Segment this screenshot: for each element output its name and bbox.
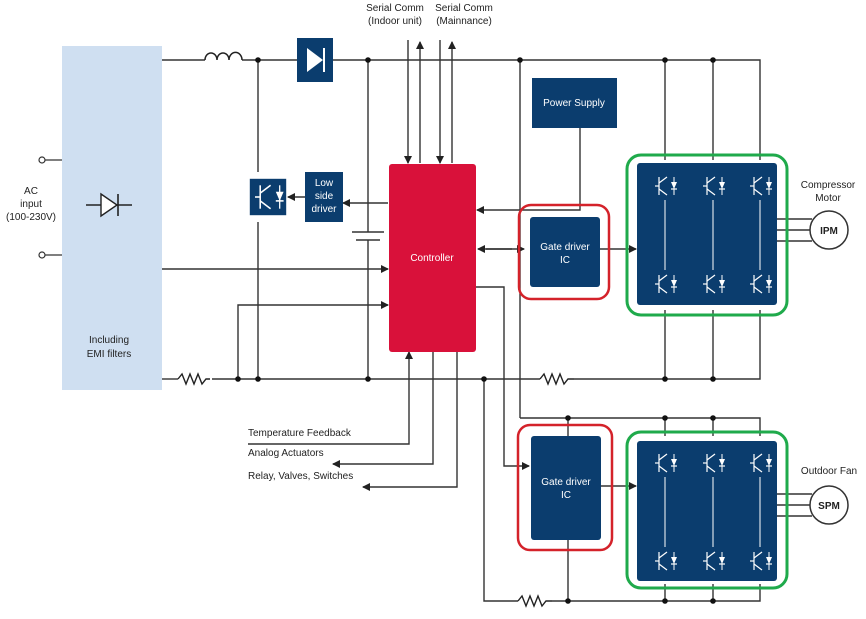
gate-driver-bottom-line2: IC [561,490,571,501]
spm-switches [650,448,775,576]
resistor-icon [517,594,552,608]
power-supply-block [532,78,617,128]
ipm-motor-icon [809,210,849,250]
compressor-line2: Motor [815,193,841,204]
gate-driver-bottom-line1: Gate driver [541,477,591,488]
ac-input-terminals [38,156,62,259]
low-side-line1: Low [315,178,334,189]
low-side-line2: side [315,191,334,202]
rectifier-diode-icon [86,192,132,218]
temperature-feedback-label: Temperature Feedback [248,428,352,439]
serial-indoor-line2: (Indoor unit) [368,16,422,27]
spm-highlight [625,430,789,590]
emi-label-line1: Including [89,335,129,346]
gate-driver-top-line1: Gate driver [540,242,590,253]
serial-indoor-line1: Serial Comm [366,3,424,14]
ipm-label: IPM [820,226,838,237]
low-side-driver-block [305,172,343,222]
low-side-line3: driver [311,204,337,215]
pfc-switch-icon [249,178,287,216]
emi-filter-block [62,46,162,390]
gate-driver-bottom-highlight [516,423,614,552]
gate-driver-top-line2: IC [560,255,570,266]
gate-driver-bottom-block [531,436,601,540]
gate-driver-top-highlight [517,203,611,301]
resistor-icon [177,372,210,386]
inductor-icon [204,51,243,61]
outdoor-fan-label: Outdoor Fan [801,466,857,477]
compressor-line1: Compressor [801,180,856,191]
ac-input-line1: AC [24,186,38,197]
relay-valves-switches-label: Relay, Valves, Switches [248,471,353,482]
spm-label: SPM [818,501,840,512]
resistor-icon [539,372,574,386]
spm-motor-icon [809,485,849,525]
controller-label: Controller [410,253,454,264]
power-supply-label: Power Supply [543,98,605,109]
serial-maint-line1: Serial Comm [435,3,493,14]
analog-actuators-label: Analog Actuators [248,448,324,459]
ipm-switches [650,171,775,299]
ac-input-line2: input [20,199,42,210]
emi-label-line2: EMI filters [87,349,131,360]
controller-block [389,164,476,352]
pfc-diode-icon [297,38,333,82]
ac-input-line3: (100-230V) [6,212,56,223]
gate-driver-top-block [530,217,600,287]
ipm-highlight [625,153,789,317]
serial-maint-line2: (Mainnance) [436,16,492,27]
